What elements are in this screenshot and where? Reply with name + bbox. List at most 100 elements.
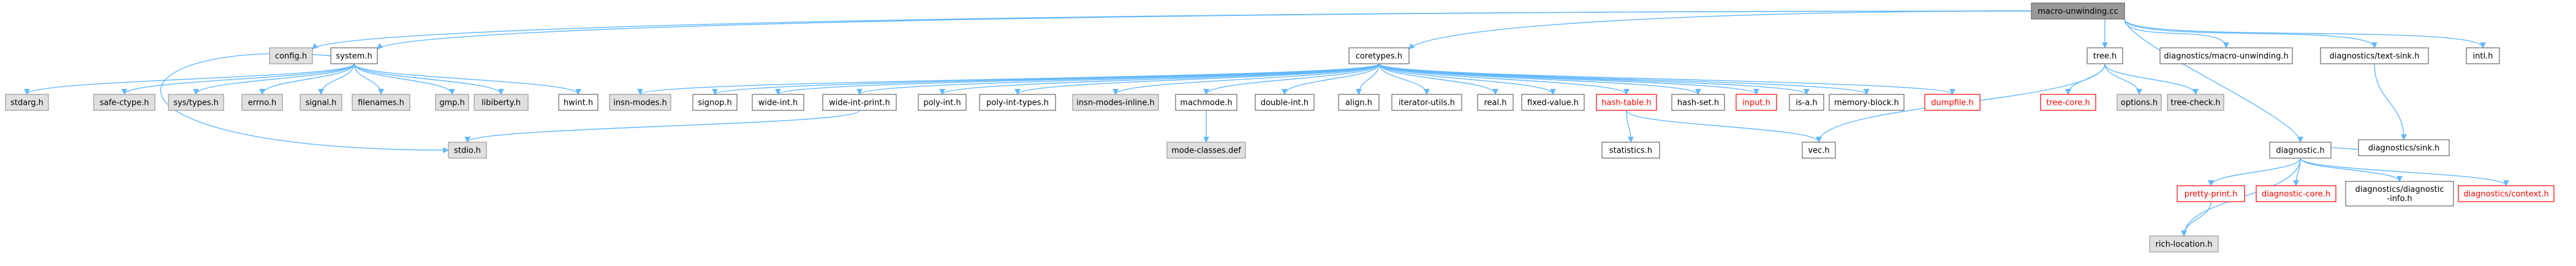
edge-system-h-to-safe-ctype-h (121, 63, 355, 95)
node-real-h[interactable]: real.h (1477, 94, 1514, 111)
node-label: diagnostics/context.h (2463, 190, 2548, 199)
edge-macro-unwinding-cc-to-diag-macro-unwinding-h (2124, 18, 2229, 48)
edge-macro-unwinding-cc-to-diag-text-sink-h (2124, 18, 2378, 48)
node-fixed-value-h[interactable]: fixed-value.h (1521, 94, 1585, 111)
node-hwint-h[interactable]: hwint.h (558, 94, 599, 111)
node-gmp-h[interactable]: gmp.h (435, 94, 469, 111)
node-box (435, 94, 469, 111)
node-filenames-h[interactable]: filenames.h (352, 94, 410, 111)
edge-system-h-to-gmp-h (353, 63, 455, 95)
node-label: hash-set.h (1677, 99, 1719, 108)
edge-tree-h-to-options-h (2104, 63, 2142, 95)
node-box (1924, 94, 1981, 111)
node-stdarg-h[interactable]: stdarg.h (5, 94, 49, 111)
node-stdio-h[interactable]: stdio.h (448, 142, 487, 159)
node-box (1802, 142, 1836, 159)
node-insn-modes-h[interactable]: insn-modes.h (609, 94, 671, 111)
edge-coretypes-h-to-poly-int-h (939, 63, 1380, 95)
node-box (692, 94, 738, 111)
node-box (2040, 94, 2096, 111)
node-label: options.h (2121, 99, 2158, 108)
node-hash-table-h[interactable]: hash-table.h (1596, 94, 1657, 111)
node-wide-int-print-h[interactable]: wide-int-print.h (822, 94, 897, 111)
node-wide-int-h[interactable]: wide-int.h (752, 94, 804, 111)
edge-coretypes-h-to-dumpfile-h (1378, 63, 1955, 95)
node-diagnostic-h[interactable]: diagnostic.h (2269, 142, 2332, 159)
node-label: -info.h (2387, 194, 2412, 203)
edge-diagnostic-h-to-diag-diagnostic-info-h (2300, 158, 2403, 182)
node-diag-diagnostic-info-h[interactable]: diagnostics/diagnostic-info.h (2345, 181, 2454, 207)
node-box (330, 47, 378, 64)
node-vec-h[interactable]: vec.h (1802, 142, 1836, 159)
node-box (2358, 139, 2450, 156)
node-label: mode-classes.def (1171, 146, 1241, 156)
node-label: hash-table.h (1601, 99, 1651, 108)
node-input-h[interactable]: input.h (1736, 94, 1777, 111)
node-config-h[interactable]: config.h (269, 47, 313, 64)
node-macro-unwinding-cc[interactable]: macro-unwinding.cc (2031, 2, 2125, 20)
node-intl-h[interactable]: intl.h (2466, 47, 2500, 64)
node-tree-core-h[interactable]: tree-core.h (2040, 94, 2096, 111)
node-mode-classes-def[interactable]: mode-classes.def (1166, 142, 1246, 159)
node-hash-set-h[interactable]: hash-set.h (1671, 94, 1725, 111)
edge-diag-text-sink-h-to-diag-sink-h (2374, 63, 2407, 140)
node-insn-modes-inline-h[interactable]: insn-modes-inline.h (1072, 94, 1159, 111)
node-dumpfile-h[interactable]: dumpfile.h (1924, 94, 1981, 111)
node-signop-h[interactable]: signop.h (692, 94, 738, 111)
edge-system-h-to-stdio-h (160, 53, 449, 153)
node-signal-h[interactable]: signal.h (300, 94, 342, 111)
node-diagnostic-core-h[interactable]: diagnostic-core.h (2256, 185, 2336, 202)
node-libiberty-h[interactable]: libiberty.h (474, 94, 529, 111)
node-pretty-print-h[interactable]: pretty-print.h (2177, 185, 2245, 202)
node-options-h[interactable]: options.h (2117, 94, 2162, 111)
node-box (1391, 94, 1462, 111)
node-label: insn-modes.h (613, 99, 667, 108)
node-memory-block-h[interactable]: memory-block.h (1829, 94, 1905, 111)
node-poly-int-h[interactable]: poly-int.h (918, 94, 967, 111)
node-box (1789, 94, 1824, 111)
edge-macro-unwinding-cc-to-coretypes-h (1408, 10, 2032, 50)
node-system-h[interactable]: system.h (330, 47, 378, 64)
node-label: pretty-print.h (2185, 190, 2238, 199)
node-align-h[interactable]: align.h (1338, 94, 1380, 111)
node-box (1521, 94, 1585, 111)
node-diag-macro-unwinding-h[interactable]: diagnostics/macro-unwinding.h (2159, 47, 2293, 64)
node-box (1601, 142, 1660, 159)
node-label: insn-modes-inline.h (1076, 99, 1155, 108)
node-box (2466, 47, 2500, 64)
node-label: statistics.h (1609, 146, 1652, 156)
node-box (1072, 94, 1159, 111)
node-diag-text-sink-h[interactable]: diagnostics/text-sink.h (2320, 47, 2429, 64)
node-safe-ctype-h[interactable]: safe-ctype.h (93, 94, 156, 111)
node-box (300, 94, 342, 111)
node-tree-h[interactable]: tree.h (2087, 47, 2123, 64)
edge-coretypes-h-to-hash-table-h (1378, 63, 1630, 95)
node-iterator-utils-h[interactable]: iterator-utils.h (1391, 94, 1462, 111)
node-sys-types-h[interactable]: sys/types.h (168, 94, 224, 111)
node-box (352, 94, 410, 111)
node-statistics-h[interactable]: statistics.h (1601, 142, 1660, 159)
node-diag-sink-h[interactable]: diagnostics/sink.h (2358, 139, 2450, 156)
node-errno-h[interactable]: errno.h (241, 94, 283, 111)
node-coretypes-h[interactable]: coretypes.h (1348, 47, 1410, 64)
edge-coretypes-h-to-insn-modes-inline-h (1112, 63, 1380, 95)
node-label: signal.h (306, 99, 337, 108)
node-box (1736, 94, 1777, 111)
edge-coretypes-h-to-wide-int-h (775, 63, 1380, 95)
node-label: safe-ctype.h (100, 99, 149, 108)
node-rich-location-h[interactable]: rich-location.h (2149, 235, 2219, 253)
node-tree-check-h[interactable]: tree-check.h (2167, 94, 2224, 111)
node-box (474, 94, 529, 111)
node-label: diagnostics/macro-unwinding.h (2164, 52, 2288, 61)
node-label: system.h (336, 52, 372, 61)
node-box (1338, 94, 1380, 111)
node-is-a-h[interactable]: is-a.h (1789, 94, 1824, 111)
node-poly-int-types-h[interactable]: poly-int-types.h (979, 94, 1056, 111)
node-box (241, 94, 283, 111)
node-double-int-h[interactable]: double-int.h (1255, 94, 1315, 111)
node-label: wide-int.h (758, 99, 798, 108)
node-diag-context-h[interactable]: diagnostics/context.h (2458, 185, 2555, 202)
node-box (1175, 94, 1237, 111)
node-box (2269, 142, 2332, 159)
node-machmode-h[interactable]: machmode.h (1175, 94, 1237, 111)
